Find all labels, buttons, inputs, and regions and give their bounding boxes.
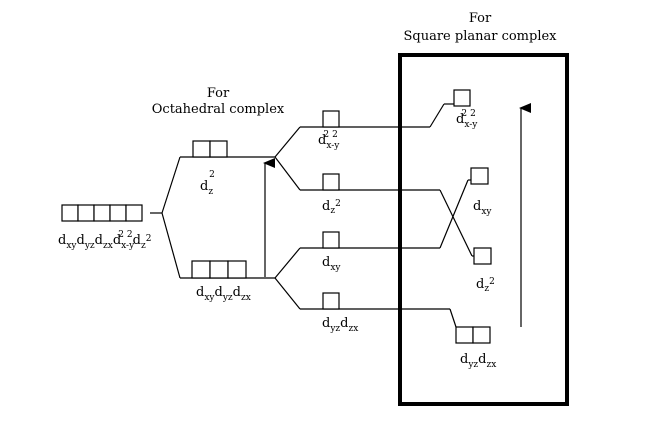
octahedral-eg-boxes — [192, 140, 228, 158]
square-planar-connecting-lines — [429, 103, 474, 328]
square-planar-x2y2-box — [453, 89, 471, 107]
octahedral-heading-for: For — [207, 86, 230, 101]
tetragonal-xy-label: dxy — [322, 255, 341, 273]
square-planar-yzzx-label: dyzdzx — [460, 352, 496, 370]
tetragonal-xy-box — [322, 231, 340, 249]
tetragonal-z2-label: dz2 — [322, 199, 341, 216]
tetragonal-x2y2-box — [322, 110, 340, 128]
tetragonal-split-lines — [274, 126, 450, 310]
octahedral-heading: Octahedral complex — [152, 102, 285, 117]
square-planar-z2-box — [473, 247, 492, 265]
octahedral-eg-label: dz2 — [200, 170, 215, 197]
square-planar-z2-label: dz2 — [476, 277, 495, 294]
square-planar-heading-for: For — [469, 11, 492, 26]
square-planar-heading: Square planar complex — [403, 29, 557, 44]
square-planar-xy-label: dxy — [473, 199, 492, 217]
tetragonal-z2-box — [322, 173, 340, 191]
tetragonal-yzzx-box — [322, 292, 340, 310]
square-planar-frame — [398, 53, 569, 406]
square-planar-yzzx-boxes — [455, 326, 491, 344]
tetragonal-yzzx-label: dyzdzx — [322, 316, 358, 334]
octahedral-t2g-label: dxydyzdzx — [196, 285, 251, 303]
free-ion-orbital-boxes — [61, 204, 143, 222]
octahedral-t2g-boxes — [191, 260, 247, 279]
square-planar-xy-box — [470, 167, 489, 185]
